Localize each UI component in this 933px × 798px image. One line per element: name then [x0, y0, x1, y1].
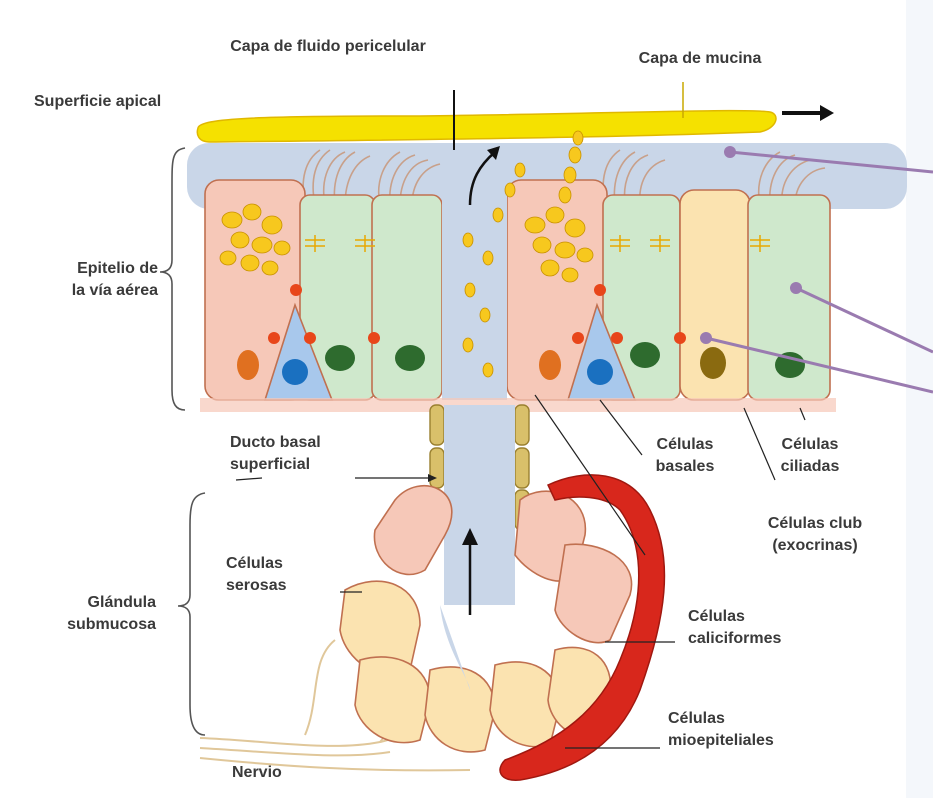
label-goblet-line1: Células [688, 606, 745, 628]
central-duct-lumen [442, 150, 507, 400]
label-epithelium-line1: Epitelio de [10, 258, 158, 280]
label-apical-surface: Superficie apical [34, 91, 161, 113]
label-myo-line1: Células [668, 708, 725, 730]
label-basal-line2: basales [630, 456, 740, 478]
label-mucin-layer: Capa de mucina [610, 48, 790, 70]
label-epithelium-line2: la vía aérea [10, 280, 158, 302]
label-myo-line2: mioepiteliales [668, 730, 774, 752]
label-duct-line2: superficial [230, 454, 310, 476]
label-nerve: Nervio [232, 762, 282, 784]
label-basal-line1: Células [630, 434, 740, 456]
label-ciliated-line2: ciliadas [750, 456, 870, 478]
mucus-flow-arrowhead [820, 105, 834, 121]
label-gland-line1: Glándula [4, 592, 156, 614]
mucin-layer [197, 111, 776, 142]
label-serous-line2: serosas [226, 575, 287, 597]
label-goblet-line2: caliciformes [688, 628, 781, 650]
label-gland-line2: submucosa [4, 614, 156, 636]
label-club-line1: Células club [740, 513, 890, 535]
label-club-line2: (exocrinas) [740, 535, 890, 557]
brackets [160, 148, 205, 735]
label-pericellular-fluid: Capa de fluido pericelular [178, 36, 478, 58]
label-ciliated-line1: Células [750, 434, 870, 456]
label-duct-line1: Ducto basal [230, 432, 321, 454]
label-serous-line1: Células [226, 553, 283, 575]
